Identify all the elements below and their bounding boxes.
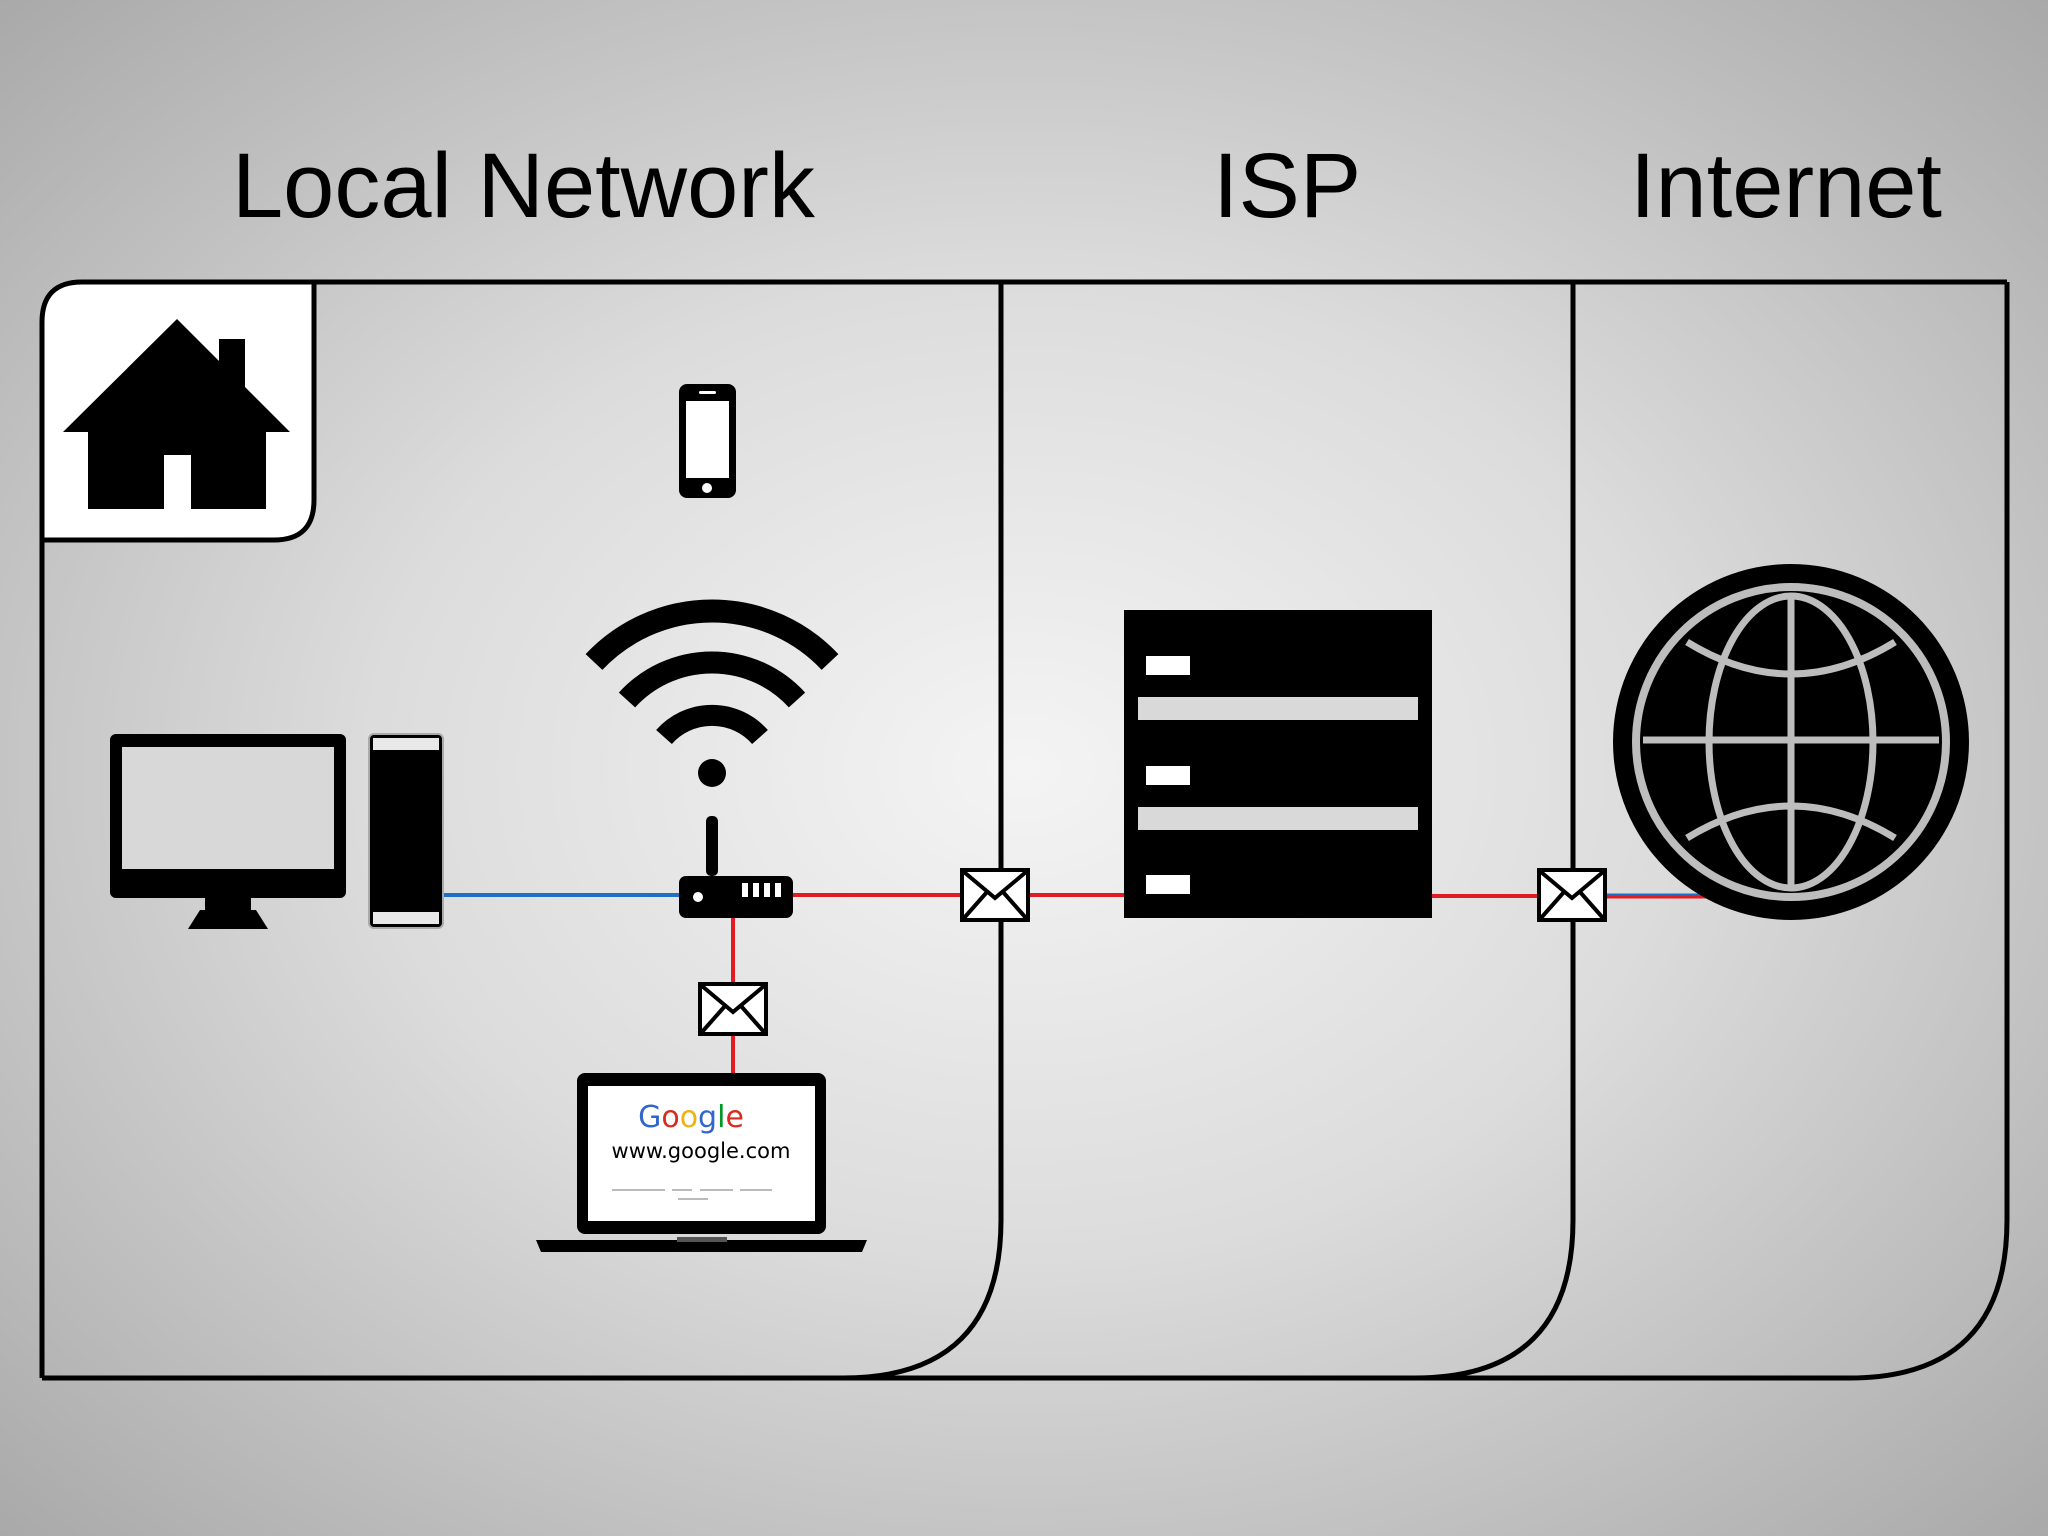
envelope-icon (698, 982, 768, 1036)
desktop-tower-icon (368, 733, 444, 929)
envelope-icon (1537, 868, 1607, 922)
browser-logo-text: Google (638, 1100, 744, 1135)
connection-lines (443, 893, 1712, 1076)
envelope-icon (960, 868, 1030, 922)
zone-title-local-network: Local Network (232, 135, 815, 237)
router-icon (679, 816, 793, 918)
desktop-monitor-icon (110, 734, 346, 929)
zone-divider-isp-internet (1414, 282, 1576, 1381)
browser-url: www.google.com (612, 1139, 791, 1163)
smartphone-icon (679, 384, 736, 498)
globe-icon (1613, 564, 1969, 920)
browser-page-lines (612, 1189, 772, 1200)
zone-divider-local-isp (842, 282, 1004, 1381)
google-logo-g: G (638, 1100, 661, 1135)
zone-title-isp: ISP (1213, 135, 1362, 237)
zone-panels (39, 279, 2010, 1381)
server-rack-icon (1124, 610, 1432, 918)
google-logo: Google (638, 1100, 744, 1135)
laptop-icon: Google www.google.com (536, 1073, 867, 1252)
zone-title-internet: Internet (1630, 135, 1942, 237)
home-badge (39, 279, 317, 543)
wifi-icon (585, 599, 839, 787)
zone-panel-internet-right-edge (1848, 282, 2010, 1381)
